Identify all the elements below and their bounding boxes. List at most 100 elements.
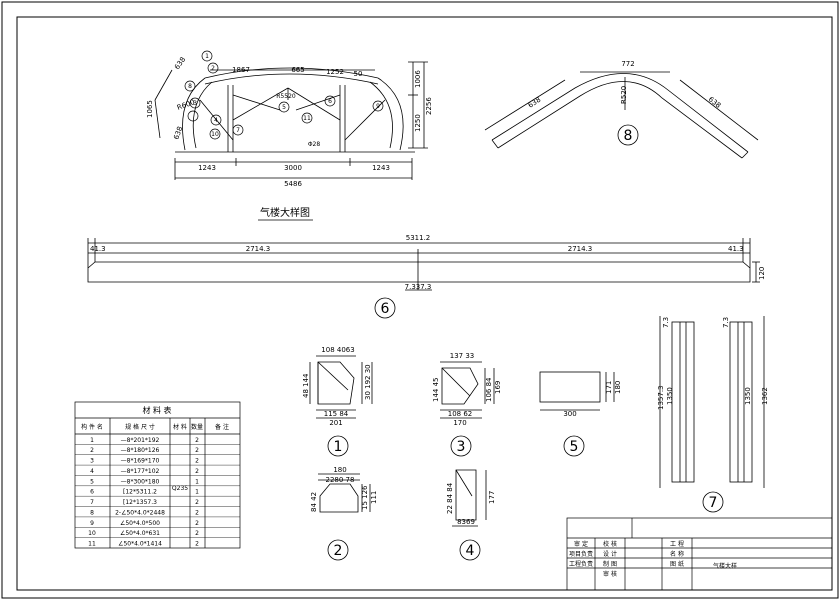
detail-7-len2: 1350 bbox=[744, 387, 752, 405]
plate-5-bottom: 300 bbox=[563, 410, 576, 418]
plate-1-right: 30 192 30 bbox=[364, 364, 372, 400]
tb-cell-9: 图 纸 bbox=[670, 560, 684, 568]
table-cell: 2 bbox=[195, 468, 199, 475]
plate-1-labels: 108 4063 48 144 30 192 30 115 84 201 1 bbox=[302, 346, 372, 455]
table-cell: 5 bbox=[90, 478, 94, 485]
bottom-dim-3: 1243 bbox=[372, 164, 390, 172]
callout-11: 11 bbox=[303, 115, 311, 122]
plate-4-labels: 22 84 84 177 8369 4 bbox=[446, 482, 496, 559]
tb-cell-1: 审 定 bbox=[574, 540, 588, 548]
table-cell: 2 bbox=[90, 447, 94, 454]
table-header-3: 材 料 bbox=[173, 423, 187, 431]
table-material: Q235 bbox=[172, 485, 188, 492]
plate-5-view bbox=[539, 371, 615, 457]
top-dim-tail: 50 bbox=[354, 70, 363, 78]
detail-7-top1: 7.3 bbox=[662, 317, 670, 328]
plate-2-left: 84 42 bbox=[310, 492, 318, 512]
plate-2-view bbox=[318, 473, 371, 561]
table-header-5: 备 注 bbox=[215, 423, 229, 431]
plate-1-view bbox=[309, 355, 373, 457]
detail-6-marker-circle bbox=[374, 297, 396, 319]
plate-4-bottom: 8369 bbox=[457, 518, 475, 526]
plate-4-right: 177 bbox=[488, 491, 496, 504]
detail-6-right-end: 41.3 bbox=[728, 245, 744, 253]
plate-5-marker-circle bbox=[563, 435, 585, 457]
plate-3-bottom2: 170 bbox=[453, 419, 466, 427]
top-dim-1: 1867 bbox=[232, 66, 250, 74]
plate-3-top: 137 33 bbox=[450, 352, 475, 360]
right-dim-2: 1250 bbox=[414, 114, 422, 132]
tb-cell-7: 工程负责 bbox=[569, 560, 593, 568]
table-cell: ∠50*4.0*500 bbox=[120, 520, 160, 527]
callout-9: 9 bbox=[376, 103, 380, 110]
detail-8-view bbox=[484, 71, 759, 159]
table-cell: 4 bbox=[90, 468, 94, 475]
plate-1-label: 1 bbox=[334, 439, 343, 455]
detail-7-marker-circle bbox=[702, 491, 724, 513]
detail-8-right: 638 bbox=[707, 95, 722, 110]
plate-3-label: 3 bbox=[457, 439, 466, 455]
main-title: 气楼大样图 bbox=[260, 206, 310, 219]
callout-2: 2 bbox=[211, 65, 215, 72]
table-cell: 8 bbox=[90, 509, 94, 516]
table-cell: 2 bbox=[195, 447, 199, 454]
callout-5: 5 bbox=[282, 104, 286, 111]
plate-3-view bbox=[440, 361, 495, 457]
table-header-2: 规 格 尺 寸 bbox=[125, 423, 155, 431]
plate-2-labels: 180 2280 78 84 42 15 126 111 2 bbox=[310, 466, 378, 559]
table-cell: 7 bbox=[90, 499, 94, 506]
plate-1-marker-circle bbox=[327, 435, 349, 457]
material-table-rows bbox=[75, 444, 240, 538]
left-dim-2: 1065 bbox=[146, 100, 154, 118]
plate-3-bottom1: 108 62 bbox=[448, 410, 473, 418]
plate-4-marker-circle bbox=[459, 539, 481, 561]
plate-1-bottom2: 201 bbox=[329, 419, 342, 427]
table-cell: 2 bbox=[195, 530, 199, 537]
mid-tag: Φ28 bbox=[308, 141, 321, 148]
callout-6: 6 bbox=[328, 98, 332, 105]
plate-5-labels: 171 180 300 5 bbox=[563, 381, 622, 455]
plate-1-top: 108 4063 bbox=[321, 346, 354, 354]
table-cell: —8*180*126 bbox=[121, 447, 160, 454]
detail-6-left-span: 2714.3 bbox=[246, 245, 271, 253]
detail-8-radius: R520 bbox=[620, 86, 628, 104]
detail-8-top: 772 bbox=[621, 60, 634, 68]
top-dim-2: 665 bbox=[291, 66, 304, 74]
detail-8-label: 8 bbox=[624, 128, 633, 144]
plate-2-right2: 111 bbox=[370, 491, 378, 504]
tb-cell-5: 设 计 bbox=[603, 550, 617, 558]
plate-2-top1: 180 bbox=[333, 466, 346, 474]
tb-cell-4: 项目负责 bbox=[569, 550, 593, 558]
table-cell: 1 bbox=[195, 478, 199, 485]
table-cell: 2 bbox=[195, 458, 199, 465]
table-cell: 2 bbox=[195, 541, 199, 548]
left-angle: R600 bbox=[176, 98, 196, 112]
bottom-dim-1: 1243 bbox=[198, 164, 216, 172]
detail-8-labels: 772 638 638 R520 8 bbox=[527, 60, 723, 144]
overall-dim: 5486 bbox=[284, 180, 302, 188]
table-cell: 2-∠50*4.0*2448 bbox=[115, 509, 165, 516]
plate-2-right: 15 126 bbox=[361, 485, 369, 510]
detail-6-view bbox=[87, 238, 760, 319]
detail-6-center: 7.337.3 bbox=[405, 283, 432, 291]
plate-3-right: 106 84 bbox=[485, 377, 493, 402]
bottom-dim-2: 3000 bbox=[284, 164, 302, 172]
right-dim-3: 2256 bbox=[425, 97, 433, 115]
table-cell: ∠50*4.0*1414 bbox=[118, 541, 162, 548]
detail-6-left-end: 41.3 bbox=[90, 245, 106, 253]
detail-6-label: 6 bbox=[381, 301, 390, 317]
table-cell: —8*201*192 bbox=[121, 437, 160, 444]
tb-cell-8: 制 图 bbox=[603, 560, 617, 568]
plate-3-labels: 137 33 144 45 106 84 169 108 62 170 3 bbox=[432, 352, 502, 455]
tb-cell-2: 校 核 bbox=[603, 540, 617, 548]
tb-cell-10: 审 核 bbox=[603, 570, 617, 578]
plate-4-left: 22 84 84 bbox=[446, 482, 454, 514]
left-dim-1: 638 bbox=[173, 56, 187, 72]
detail-7-len1b: 1350 bbox=[666, 387, 674, 405]
plate-1-left: 48 144 bbox=[302, 373, 310, 398]
callout-7: 7 bbox=[236, 127, 240, 134]
plate-4-label: 4 bbox=[466, 543, 475, 559]
left-dim-3: 638 bbox=[172, 125, 184, 140]
